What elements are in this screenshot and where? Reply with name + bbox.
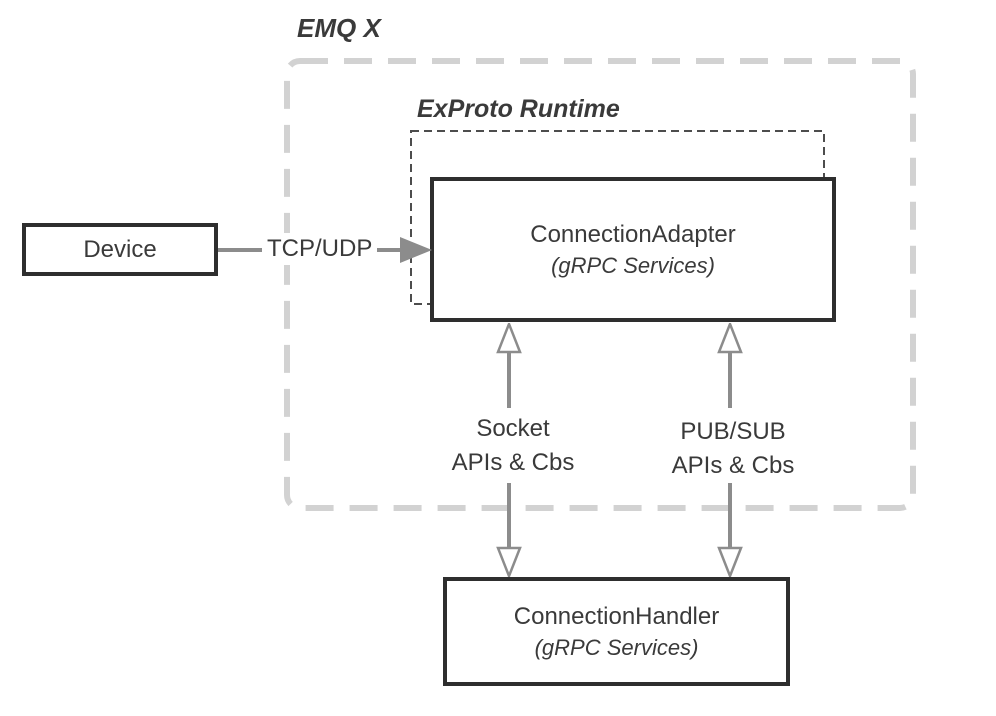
pubsub-down-arrowhead-icon — [717, 546, 743, 577]
connection-handler-node: ConnectionHandler (gRPC Services) — [443, 577, 790, 686]
connection-adapter-title: ConnectionAdapter — [530, 220, 736, 248]
pubsub-up-arrowhead-icon — [717, 323, 743, 354]
socket-label-line2: APIs & Cbs — [451, 449, 575, 476]
pubsub-edge-label: PUB/SUB APIs & Cbs — [653, 415, 813, 483]
connection-adapter-node: ConnectionAdapter (gRPC Services) — [430, 177, 836, 322]
connection-handler-subtitle: (gRPC Services) — [534, 634, 699, 660]
socket-down-arrowhead-icon — [496, 546, 522, 577]
device-node-label: Device — [83, 235, 157, 263]
pubsub-label-line2: APIs & Cbs — [671, 452, 795, 479]
pubsub-label-line1: PUB/SUB — [680, 418, 786, 445]
socket-label-line1: Socket — [476, 415, 550, 442]
tcp-arrowhead-icon — [400, 237, 432, 263]
emqx-frame-label: EMQ X — [297, 13, 381, 43]
connection-adapter-subtitle: (gRPC Services) — [551, 252, 715, 278]
exproto-frame-label: ExProto Runtime — [417, 95, 620, 123]
device-node: Device — [22, 223, 218, 276]
socket-up-arrowhead-icon — [496, 323, 522, 354]
connection-handler-title: ConnectionHandler — [513, 602, 720, 630]
tcp-udp-label: TCP/UDP — [262, 233, 378, 265]
socket-edge-label: Socket APIs & Cbs — [433, 412, 593, 480]
